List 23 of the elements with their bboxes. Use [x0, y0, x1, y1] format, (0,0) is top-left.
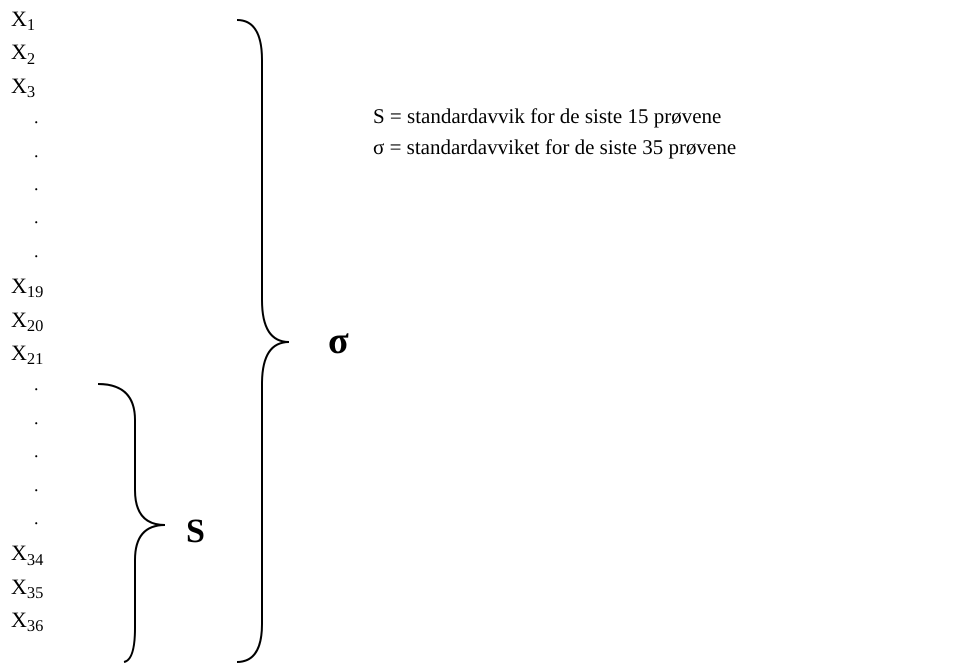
ellipsis-dot: . — [34, 108, 38, 126]
variable-label: X$_{19}$ — [11, 275, 44, 298]
definition-text: S = standardavvik for de siste 15 prøvene — [373, 106, 722, 127]
ellipsis-dot: . — [34, 208, 38, 226]
variable-label: X$_{2}$ — [11, 41, 36, 64]
variable-label: X$_{35}$ — [11, 576, 44, 598]
variable-label: X$_{20}$ — [11, 308, 44, 331]
ellipsis-dot: . — [34, 442, 38, 460]
variable-label: X$_{21}$ — [11, 342, 44, 364]
variable-label: X$_{3}$ — [11, 74, 36, 97]
variable-label: X$_{34}$ — [11, 542, 44, 564]
variable-label: X$_{36}$ — [11, 609, 44, 632]
ellipsis-dot: . — [34, 175, 38, 193]
ellipsis-dot: . — [34, 408, 38, 427]
sigma-symbol: σ — [328, 322, 349, 360]
s-symbol: S — [186, 515, 205, 549]
ellipsis-dot: . — [34, 375, 38, 394]
ellipsis-dot: . — [34, 142, 38, 160]
definition-text: σ = standardavviket for de siste 35 prøvene — [373, 137, 736, 158]
ellipsis-dot: . — [34, 509, 38, 527]
ellipsis-dot: . — [34, 476, 38, 494]
variable-label: X$_{1}$ — [11, 8, 36, 30]
ellipsis-dot: . — [34, 242, 38, 260]
